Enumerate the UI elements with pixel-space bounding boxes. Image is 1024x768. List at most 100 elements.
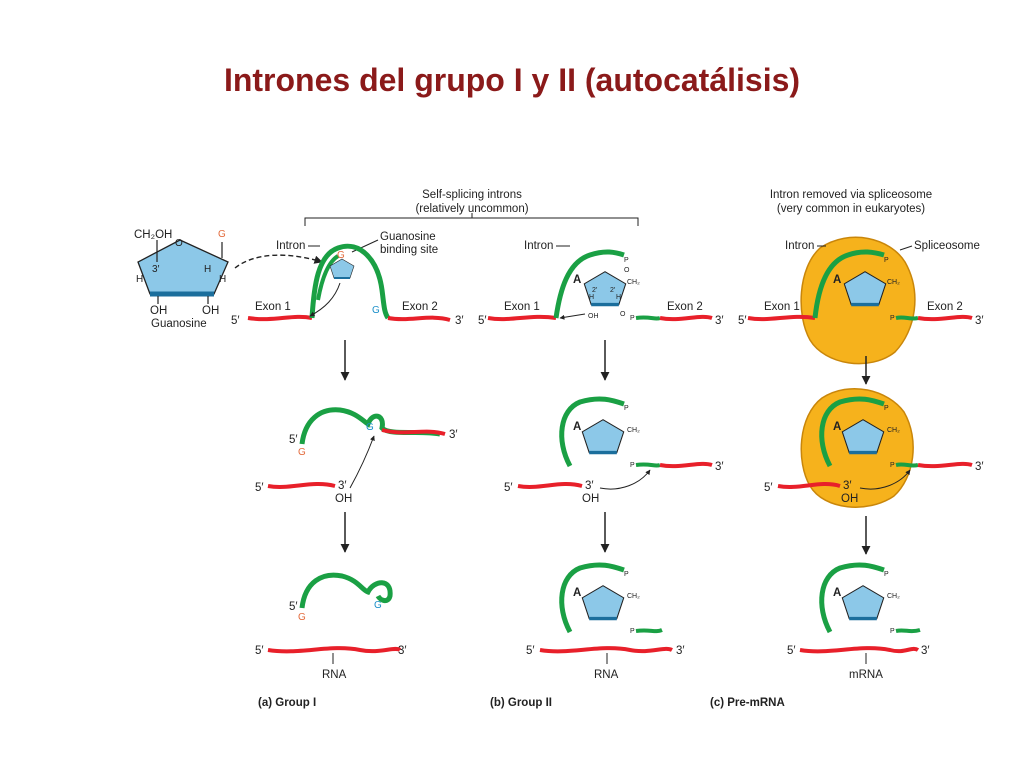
group2-lariat: [559, 562, 625, 634]
svg-text:O: O: [175, 238, 183, 249]
svg-text:P: P: [624, 405, 629, 412]
group1-step3: 5′ G G 5′ 3′ RNA: [255, 572, 407, 681]
svg-text:3′: 3′: [715, 315, 724, 327]
svg-text:3′: 3′: [975, 315, 984, 327]
premrna-mrna: [799, 646, 920, 654]
group1-gsite-line1: Guanosine: [380, 231, 436, 243]
svg-text:P: P: [890, 462, 895, 469]
premrna-exon1: [747, 314, 816, 322]
svg-text:CH₂: CH₂: [887, 279, 900, 286]
guanosine-h-right: H: [204, 264, 211, 275]
svg-text:CH₂: CH₂: [887, 593, 900, 600]
group1-3prime: 3′: [455, 315, 464, 327]
svg-text:A: A: [573, 587, 581, 599]
group1-step2: 5′ G G 3′ 5′ 3′ OH: [255, 407, 458, 505]
guanosine-3prime: 3′: [152, 264, 160, 275]
svg-text:Exon 1: Exon 1: [504, 301, 540, 313]
svg-text:OH: OH: [588, 313, 599, 320]
svg-text:A: A: [833, 421, 841, 433]
group1-step1: Intron Guanosine binding site G G Exon 1…: [231, 231, 464, 327]
group1-g-orange: G: [337, 250, 345, 261]
group2-exon1: [487, 314, 557, 322]
group2-rna: [539, 646, 673, 654]
group2-exon2-step2: [659, 461, 713, 469]
svg-text:3′: 3′: [715, 461, 724, 473]
svg-text:P: P: [630, 315, 635, 322]
svg-text:2′: 2′: [592, 287, 598, 294]
guanosine-name: Guanosine: [151, 318, 207, 330]
svg-text:O: O: [620, 311, 626, 318]
svg-text:P: P: [884, 257, 889, 264]
caption-group1: (a) Group I: [258, 697, 316, 709]
svg-text:OH: OH: [582, 493, 599, 505]
premrna-sugar-3: [840, 583, 886, 621]
premrna-step1: Intron Spliceosome A P CH₂ P Exon 1 Exon…: [738, 236, 984, 365]
premrna-mrna-label: mRNA: [849, 669, 883, 681]
svg-text:G: G: [298, 612, 306, 623]
svg-text:OH: OH: [841, 493, 858, 505]
svg-text:P: P: [890, 628, 895, 635]
svg-text:3′: 3′: [676, 645, 685, 657]
guanosine-h-left: H: [136, 274, 143, 285]
svg-text:5′: 5′: [255, 645, 264, 657]
svg-text:P: P: [630, 462, 635, 469]
self-splicing-bracket: [304, 217, 639, 226]
group1-intron-label: Intron: [276, 240, 305, 252]
group2-sugar-step2: [580, 417, 626, 455]
spliceosome-label: Spliceosome: [914, 240, 980, 252]
svg-text:CH₂: CH₂: [627, 593, 640, 600]
guanosine-oh-left: OH: [150, 305, 167, 317]
svg-text:G: G: [366, 422, 374, 433]
svg-text:CH₂: CH₂: [627, 279, 640, 286]
group2-sugar-step3: [580, 583, 626, 621]
guanosine-oh-right: OH: [202, 305, 219, 317]
svg-text:G: G: [374, 600, 382, 611]
group1-exon2: [387, 315, 451, 322]
group2-step1: Intron A P O CH₂ H H 2′ 2′ OH O P Exon 1…: [478, 240, 724, 327]
svg-text:3′: 3′: [921, 645, 930, 657]
svg-text:G: G: [298, 447, 306, 458]
group1-exon1: [247, 314, 313, 322]
svg-text:CH₂: CH₂: [887, 427, 900, 434]
svg-text:CH₂: CH₂: [627, 427, 640, 434]
guanosine-ch2oh: CH₂OH: [134, 229, 172, 241]
svg-text:3′: 3′: [843, 480, 852, 492]
svg-text:H: H: [589, 294, 594, 301]
self-splicing-header-line2: (relatively uncommon): [415, 203, 528, 215]
svg-text:5′: 5′: [478, 315, 487, 327]
guanosine-molecule: O CH₂OH G H H H 3′ OH OH Guanosine: [134, 229, 229, 330]
svg-text:3′: 3′: [449, 429, 458, 441]
svg-text:P: P: [630, 628, 635, 635]
caption-group2: (b) Group II: [490, 697, 552, 709]
group2-step2: A P CH₂ P 3′ 5′ 3′ OH: [504, 396, 724, 505]
svg-text:P: P: [884, 405, 889, 412]
svg-text:5′: 5′: [526, 645, 535, 657]
svg-text:A: A: [833, 587, 841, 599]
group1-gsite-line2: binding site: [380, 244, 438, 256]
spliceosome-header-line1: Intron removed via spliceosome: [770, 189, 932, 201]
guanosine-g-label: G: [218, 229, 226, 240]
svg-text:A: A: [833, 274, 841, 286]
premrna-lariat: [819, 562, 885, 634]
svg-text:P: P: [624, 571, 629, 578]
svg-text:A: A: [573, 274, 581, 286]
group1-rna-label: RNA: [322, 669, 347, 681]
group2-rna-label: RNA: [594, 669, 619, 681]
svg-text:5′: 5′: [764, 482, 773, 494]
svg-text:5′: 5′: [738, 315, 747, 327]
guanosine-h-right2: H: [219, 274, 226, 285]
svg-text:3′: 3′: [585, 480, 594, 492]
group1-exon1-label: Exon 1: [255, 301, 291, 313]
page-title: Intrones del grupo I y II (autocatálisis…: [223, 62, 801, 98]
svg-text:P: P: [884, 571, 889, 578]
svg-text:3′: 3′: [975, 461, 984, 473]
svg-text:5′: 5′: [255, 482, 264, 494]
svg-text:3′: 3′: [398, 645, 407, 657]
group2-intron: [553, 249, 625, 319]
premrna-exon2: [917, 314, 973, 322]
svg-text:P: P: [624, 257, 629, 264]
premrna-step2: A P CH₂ P 3′ 5′ 3′ OH: [764, 388, 984, 508]
svg-text:Exon 2: Exon 2: [927, 301, 963, 313]
svg-text:5′: 5′: [504, 482, 513, 494]
